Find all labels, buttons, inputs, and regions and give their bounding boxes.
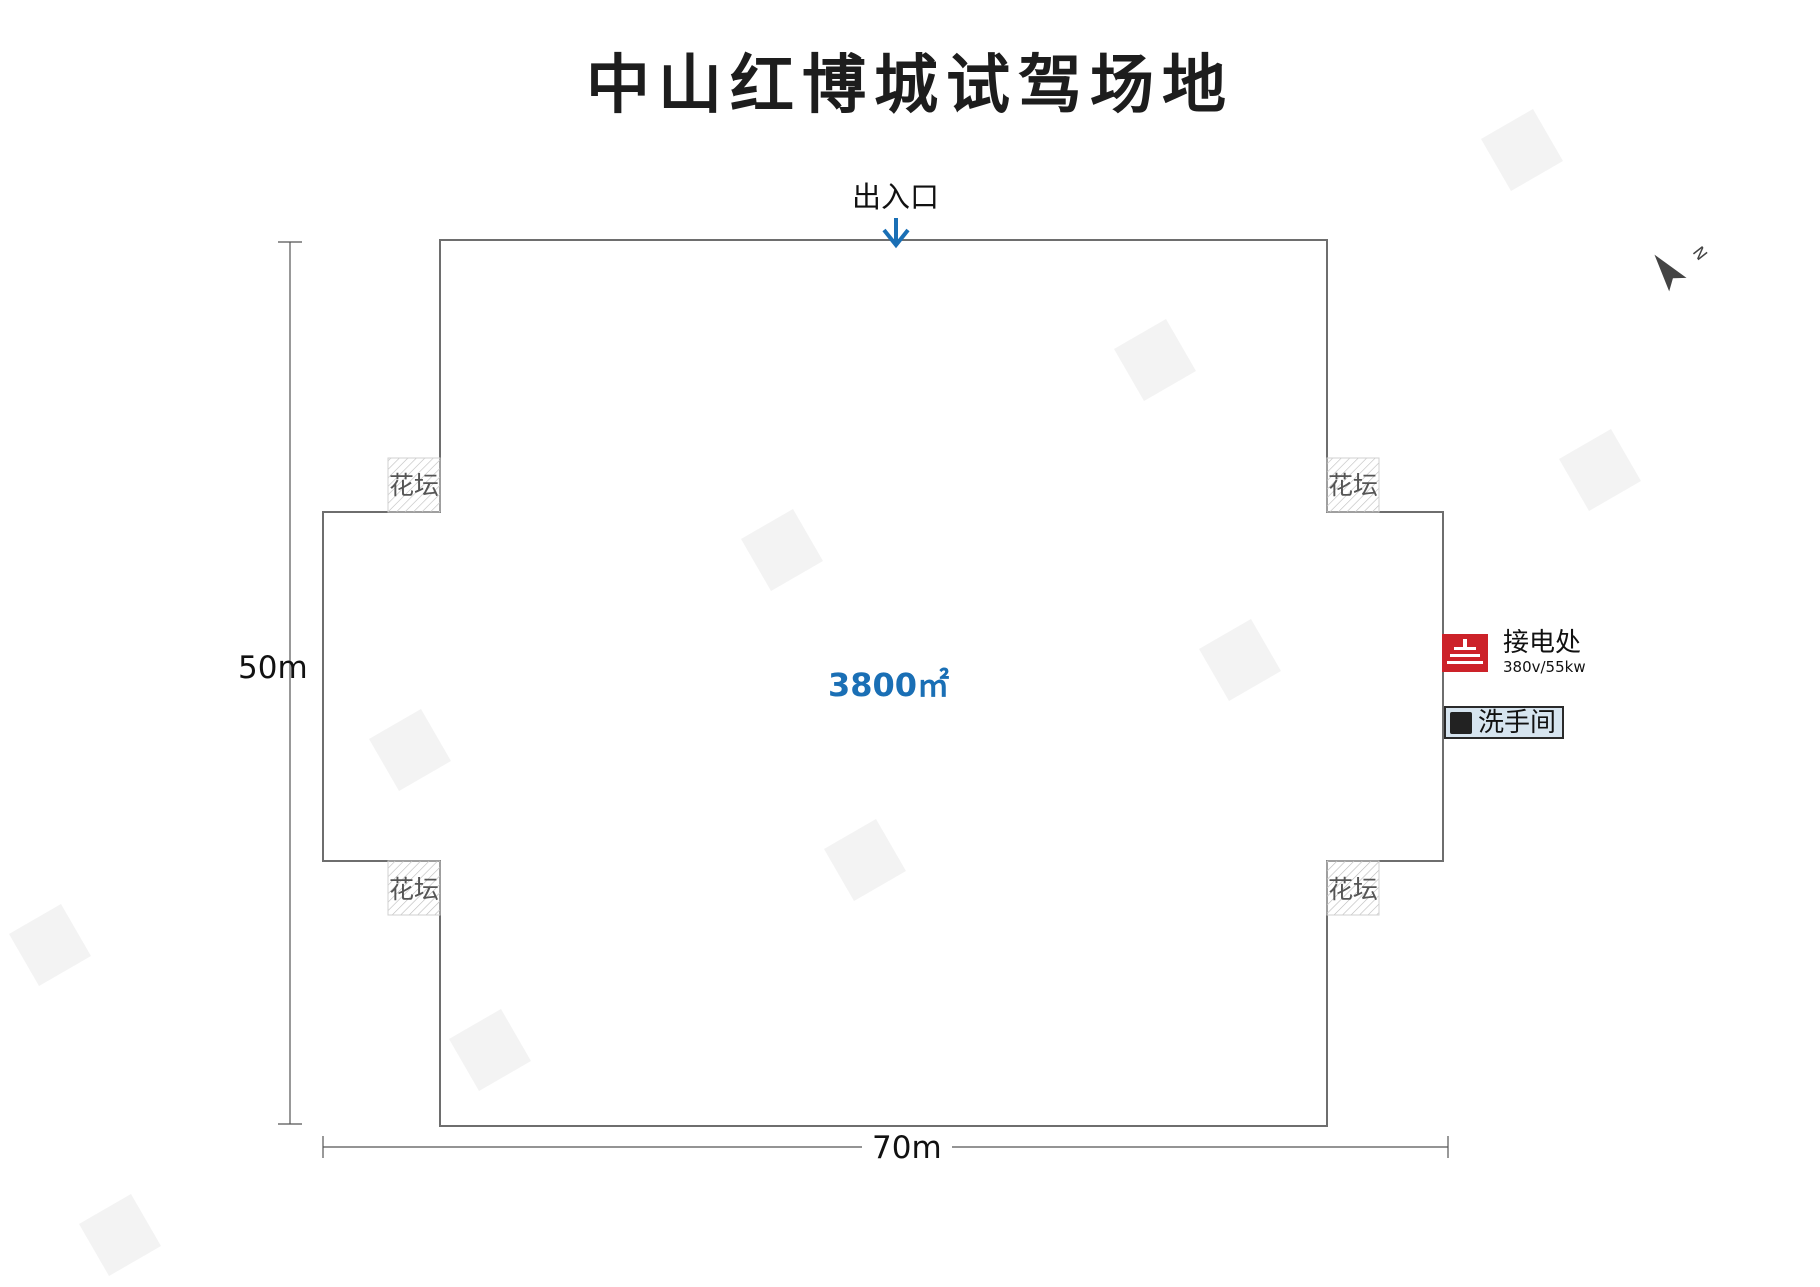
entrance-label: 出入口 bbox=[852, 180, 940, 214]
area-label: 3800㎡ bbox=[828, 666, 950, 704]
restroom-sign: 洗手间 bbox=[1444, 706, 1564, 739]
power-point-spec: 380v/55kw bbox=[1503, 658, 1586, 676]
flower-bed-label-bottom-left: 花坛 bbox=[389, 875, 440, 904]
page-title: 中山红博城试驾场地 bbox=[586, 49, 1234, 123]
entrance-arrow-icon bbox=[882, 218, 910, 249]
north-arrow-icon bbox=[1654, 254, 1687, 292]
restroom-label: 洗手间 bbox=[1478, 708, 1557, 738]
flower-bed-bottom-left-hatch bbox=[387, 860, 441, 916]
flower-bed-label-top-left: 花坛 bbox=[389, 471, 440, 500]
flower-bed-top-right-hatch bbox=[1326, 457, 1380, 513]
height-dimension-label: 50m bbox=[238, 650, 308, 686]
width-dimension-label: 70m bbox=[862, 1130, 952, 1166]
flower-bed-top-left-hatch bbox=[387, 457, 441, 513]
power-point-label: 接电处 bbox=[1503, 628, 1582, 658]
restroom-icon bbox=[1450, 712, 1472, 734]
flower-bed-label-top-right: 花坛 bbox=[1328, 471, 1379, 500]
power-outlet-icon bbox=[1442, 634, 1488, 672]
compass-label: N bbox=[1689, 243, 1711, 264]
flower-bed-label-bottom-right: 花坛 bbox=[1328, 875, 1379, 904]
watermark-logos bbox=[9, 109, 1641, 1276]
flower-bed-bottom-right-hatch bbox=[1326, 860, 1380, 916]
height-dimension-line bbox=[278, 241, 302, 1125]
